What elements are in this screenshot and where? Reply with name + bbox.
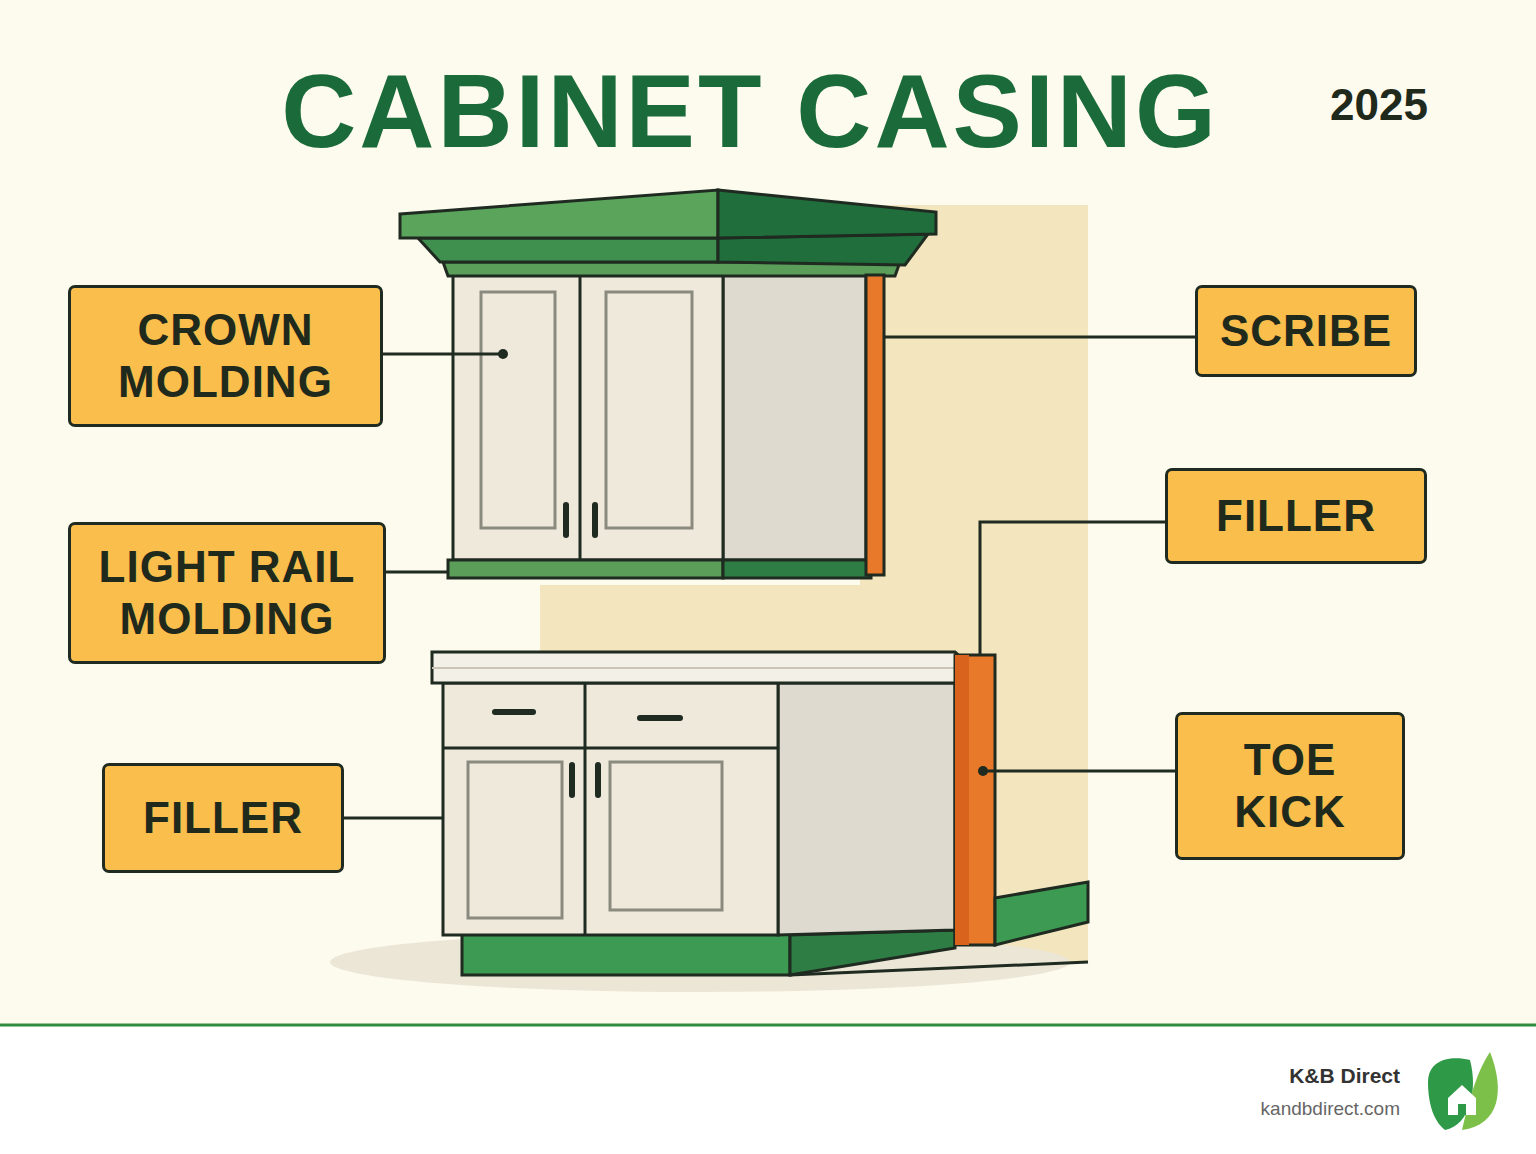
callout-box: CROWN MOLDING: [68, 285, 383, 427]
crown-top-side: [718, 190, 936, 238]
lower-side: [778, 683, 955, 935]
footer-text: K&B Direct: [1289, 1064, 1400, 1088]
callout-box: FILLER: [102, 763, 344, 873]
footer-band: [0, 1025, 1536, 1154]
door-seam: [584, 683, 587, 935]
baseboard: [995, 882, 1088, 945]
filler-shade: [955, 655, 969, 945]
footer-rule: [0, 1024, 1536, 1027]
callout-label: CROWN MOLDING: [91, 304, 361, 408]
handle: [592, 505, 598, 535]
callout-box: SCRIBE: [1195, 285, 1417, 377]
leader-line: [344, 817, 443, 820]
logo: [1428, 1052, 1498, 1130]
upper-front: [453, 270, 723, 560]
callout-box: FILLER: [1165, 468, 1427, 564]
door-seam: [579, 270, 582, 560]
callout-box: LIGHT RAIL MOLDING: [68, 522, 386, 664]
callout-label: FILLER: [143, 792, 303, 844]
light-rail: [448, 560, 723, 578]
leader-dot: [978, 766, 988, 776]
leader-line: [383, 353, 503, 356]
year-label: 2025: [1330, 80, 1428, 130]
leader-line: [383, 571, 448, 574]
door-panel: [610, 762, 722, 910]
callout-box: TOE KICK: [1175, 712, 1405, 860]
callout-label: TOE KICK: [1210, 734, 1370, 838]
drawer-line: [443, 747, 778, 750]
callout-label: LIGHT RAIL MOLDING: [87, 541, 367, 645]
leader-line: [884, 336, 1195, 339]
door-panel: [606, 292, 692, 528]
crown-top: [400, 190, 718, 238]
filler-strip: [955, 655, 995, 945]
handle: [595, 765, 601, 795]
drawer-handle: [495, 709, 533, 715]
title: CABINET CASING: [0, 52, 1500, 171]
leader-dot: [498, 349, 508, 359]
lower-front: [443, 683, 778, 935]
door-panel: [481, 292, 555, 528]
crown-cove: [418, 238, 718, 262]
callout-label: FILLER: [1216, 490, 1376, 542]
countertop: [432, 652, 968, 683]
drawer-handle: [640, 715, 680, 721]
scribe-strip: [866, 275, 884, 575]
door-panel: [468, 762, 562, 918]
footer-text: kandbdirect.com: [1261, 1098, 1400, 1120]
floor-line: [790, 962, 1088, 975]
leader-line: [983, 770, 1175, 773]
upper-side: [723, 262, 866, 560]
leader-line: [980, 522, 1165, 655]
countertop-edge: [432, 667, 968, 669]
callout-label: SCRIBE: [1220, 305, 1392, 357]
handle: [563, 505, 569, 535]
light-rail-side: [723, 560, 871, 578]
handle: [569, 765, 575, 795]
